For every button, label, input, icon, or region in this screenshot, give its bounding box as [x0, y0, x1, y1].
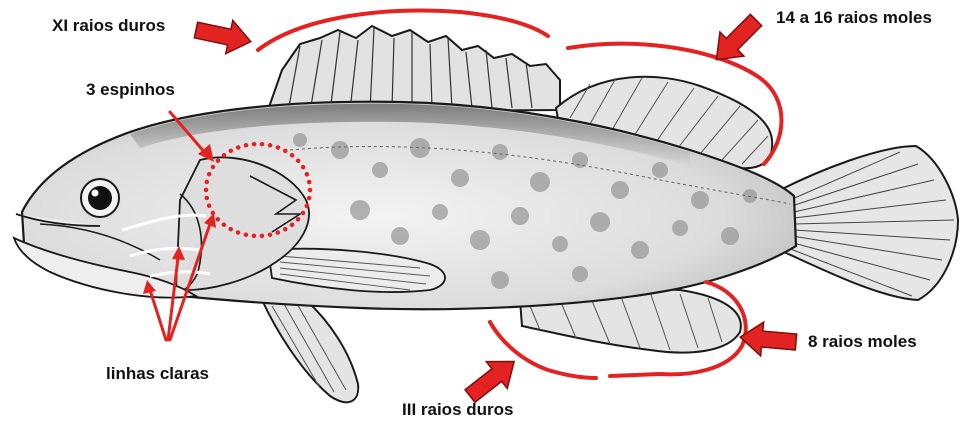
label-iii-raios-duros: III raios duros [402, 400, 513, 420]
label-xi-raios-duros: XI raios duros [52, 16, 165, 36]
red-arrow-icon [192, 13, 254, 58]
label-3-espinhos: 3 espinhos [86, 80, 175, 100]
label-14-16-raios-moles: 14 a 16 raios moles [776, 8, 932, 28]
eye [81, 179, 119, 217]
label-linhas-claras: linhas claras [106, 364, 209, 384]
caudal-fin [780, 146, 958, 300]
label-8-raios-moles: 8 raios moles [808, 332, 917, 352]
red-arrow-icon [704, 8, 768, 72]
